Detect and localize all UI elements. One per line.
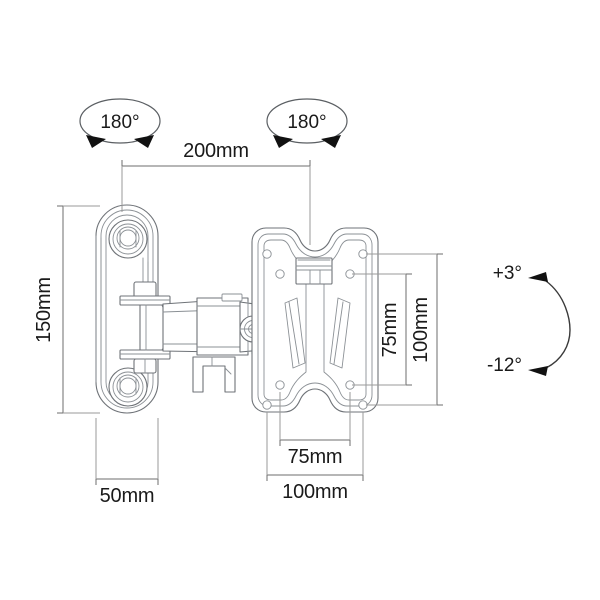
dimension-vesa-width-75mm: 75mm <box>279 392 351 468</box>
rotation-label-left: 180° <box>100 112 139 133</box>
rotation-ellipse-right <box>266 98 348 144</box>
bubble-level-block <box>295 257 333 285</box>
dimension-75mm-v-label: 75mm <box>379 303 401 358</box>
extension-arm <box>162 293 263 393</box>
vesa-hole-75-top-left <box>275 269 285 279</box>
vesa-hole-100-top-right <box>358 249 368 259</box>
rotation-arrow-left-icon <box>273 135 293 148</box>
vesa-left-wing-outline <box>263 239 307 401</box>
dimension-50mm: 50mm <box>95 418 159 507</box>
dimension-150mm-label: 150mm <box>33 277 55 343</box>
tilt-indicator: +3° -12° <box>487 263 571 376</box>
vesa-slot-left <box>284 297 306 369</box>
rotation-indicator-left: 180° <box>79 98 161 148</box>
dimension-50mm-label: 50mm <box>100 485 155 507</box>
vesa-hole-100-top-left <box>262 249 272 259</box>
arm-lower-hook <box>192 356 236 393</box>
tilt-arrow-up-icon <box>528 272 548 282</box>
rotation-ellipse-left <box>79 98 161 144</box>
tilt-down-label: -12° <box>487 355 522 376</box>
dimension-100mm-v-label: 100mm <box>410 297 432 363</box>
wall-plate-upper-boss <box>108 219 148 259</box>
vesa-hole-75-bottom-left <box>275 380 285 390</box>
vesa-slot-right <box>329 297 351 369</box>
rotation-indicator-right: 180° <box>266 98 348 148</box>
dimension-75mm-h-label: 75mm <box>288 446 343 468</box>
rotation-arrow-left-icon <box>86 135 106 148</box>
wall-plate-lower-boss <box>108 367 148 407</box>
vesa-right-wing-outline <box>323 239 367 401</box>
dimension-vesa-height-75mm: 75mm <box>352 273 412 386</box>
tilt-arc-icon <box>545 280 571 369</box>
vesa-hole-100-bottom-right <box>358 400 368 410</box>
dimension-150mm: 150mm <box>33 205 100 414</box>
dimension-100mm-h-label: 100mm <box>282 481 348 503</box>
wall-pivot-knuckle <box>119 281 171 374</box>
vesa-hole-100-bottom-left <box>262 400 272 410</box>
dimension-200mm-label: 200mm <box>183 140 249 162</box>
rotation-arrow-right-icon <box>321 135 341 148</box>
tilt-arrow-down-icon <box>528 366 548 376</box>
rotation-label-right: 180° <box>287 112 326 133</box>
dimension-vesa-width-100mm: 100mm <box>266 412 364 503</box>
dimension-200mm: 200mm <box>121 140 311 245</box>
vesa-plate-inner-outline <box>257 233 373 407</box>
dimension-vesa-height-100mm: 100mm <box>366 253 443 406</box>
vesa-mounting-plate <box>251 227 379 413</box>
rotation-arrow-right-icon <box>134 135 154 148</box>
tilt-up-label: +3° <box>493 263 522 284</box>
